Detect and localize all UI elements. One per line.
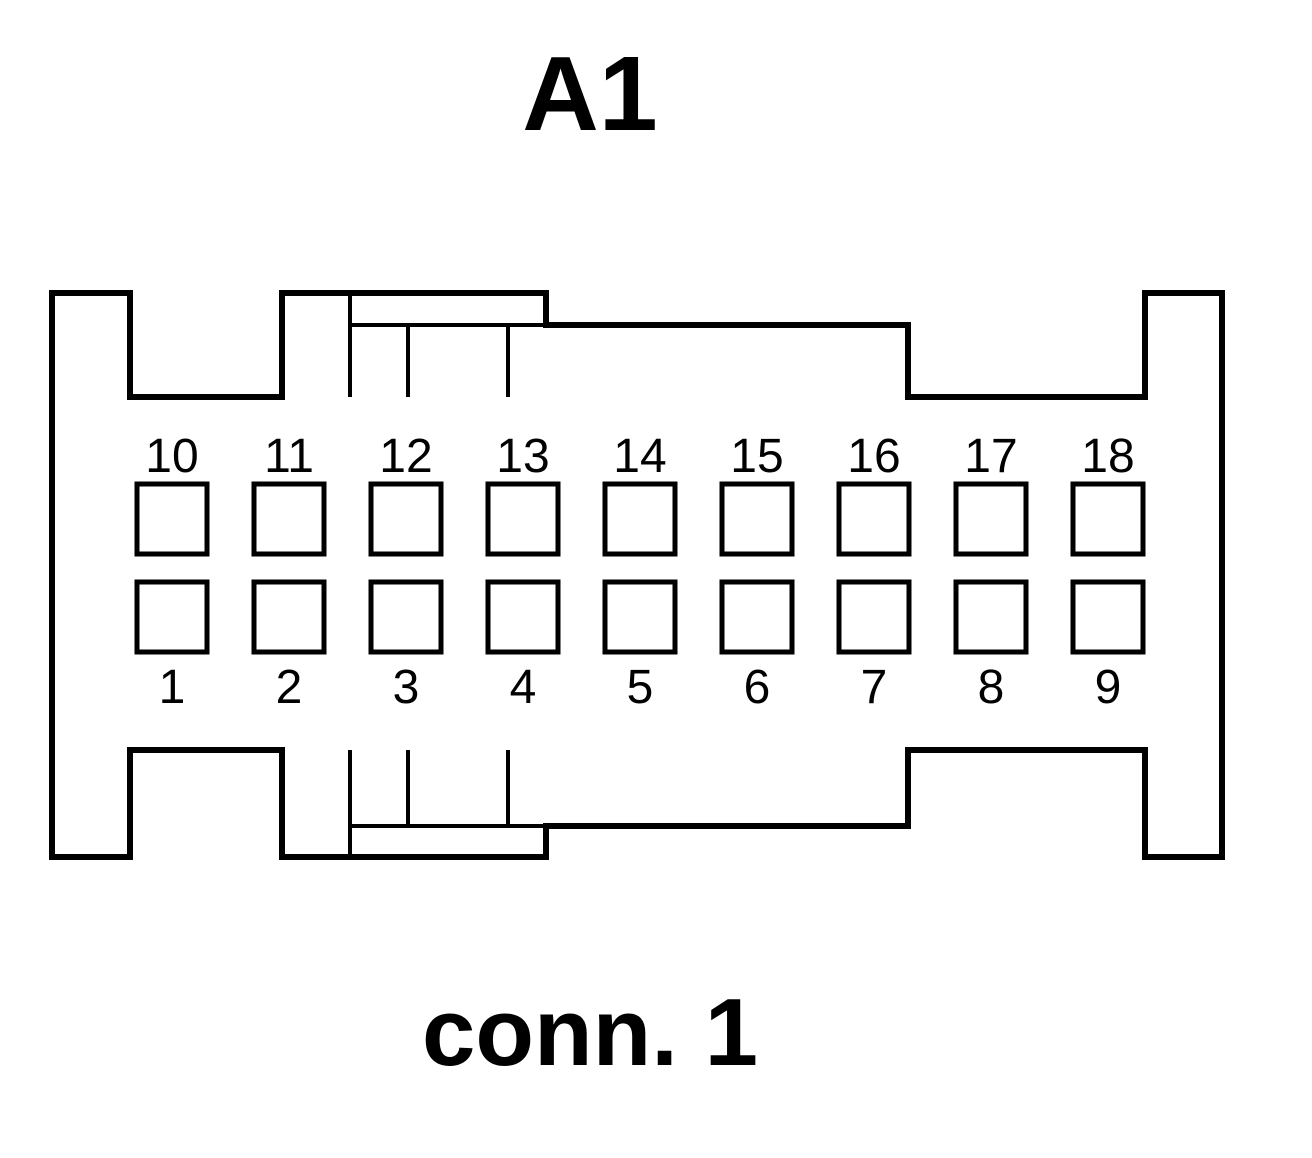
pin-cavity-16 <box>836 481 912 557</box>
pin-label-17: 17 <box>964 430 1017 483</box>
pin-label-16: 16 <box>847 430 900 483</box>
pin-cavity-15 <box>719 481 795 557</box>
pin-label-8: 8 <box>978 661 1005 714</box>
pin-label-5: 5 <box>627 661 654 714</box>
pin-cavity-13 <box>485 481 561 557</box>
diagram-title: A1 <box>522 35 658 153</box>
pin-cavity-14 <box>602 481 678 557</box>
pin-cavity-4 <box>485 579 561 655</box>
pin-label-11: 11 <box>264 430 314 483</box>
pin-cavity-8 <box>953 579 1029 655</box>
pin-label-10: 10 <box>145 430 198 483</box>
bottom-latch <box>348 750 546 854</box>
pin-label-1: 1 <box>159 661 186 714</box>
pin-label-15: 15 <box>730 430 783 483</box>
pin-label-9: 9 <box>1095 661 1122 714</box>
connector-body <box>49 290 1225 860</box>
pin-cavity-5 <box>602 579 678 655</box>
pin-label-6: 6 <box>744 661 771 714</box>
pin-label-4: 4 <box>510 661 537 714</box>
pin-cavity-2 <box>251 579 327 655</box>
pin-cavity-9 <box>1070 579 1146 655</box>
pin-label-7: 7 <box>861 661 888 714</box>
pin-cavity-6 <box>719 579 795 655</box>
pin-label-2: 2 <box>276 661 303 714</box>
pin-cavity-7 <box>836 579 912 655</box>
pin-label-13: 13 <box>496 430 549 483</box>
pin-cavity-17 <box>953 481 1029 557</box>
pin-label-3: 3 <box>393 661 420 714</box>
top-pin-row: 10 11 12 13 14 15 16 17 18 <box>134 430 1146 557</box>
pin-label-14: 14 <box>613 430 666 483</box>
pin-label-18: 18 <box>1081 430 1134 483</box>
pin-cavity-3 <box>368 579 444 655</box>
pin-cavity-12 <box>368 481 444 557</box>
pin-label-12: 12 <box>379 430 432 483</box>
connector-caption: conn. 1 <box>422 979 758 1086</box>
pin-cavity-18 <box>1070 481 1146 557</box>
top-latch <box>348 296 908 397</box>
bottom-pin-row: 1 2 3 4 5 6 7 8 9 <box>134 579 1146 714</box>
pin-cavity-10 <box>134 481 210 557</box>
pin-cavity-1 <box>134 579 210 655</box>
pin-cavity-11 <box>251 481 327 557</box>
